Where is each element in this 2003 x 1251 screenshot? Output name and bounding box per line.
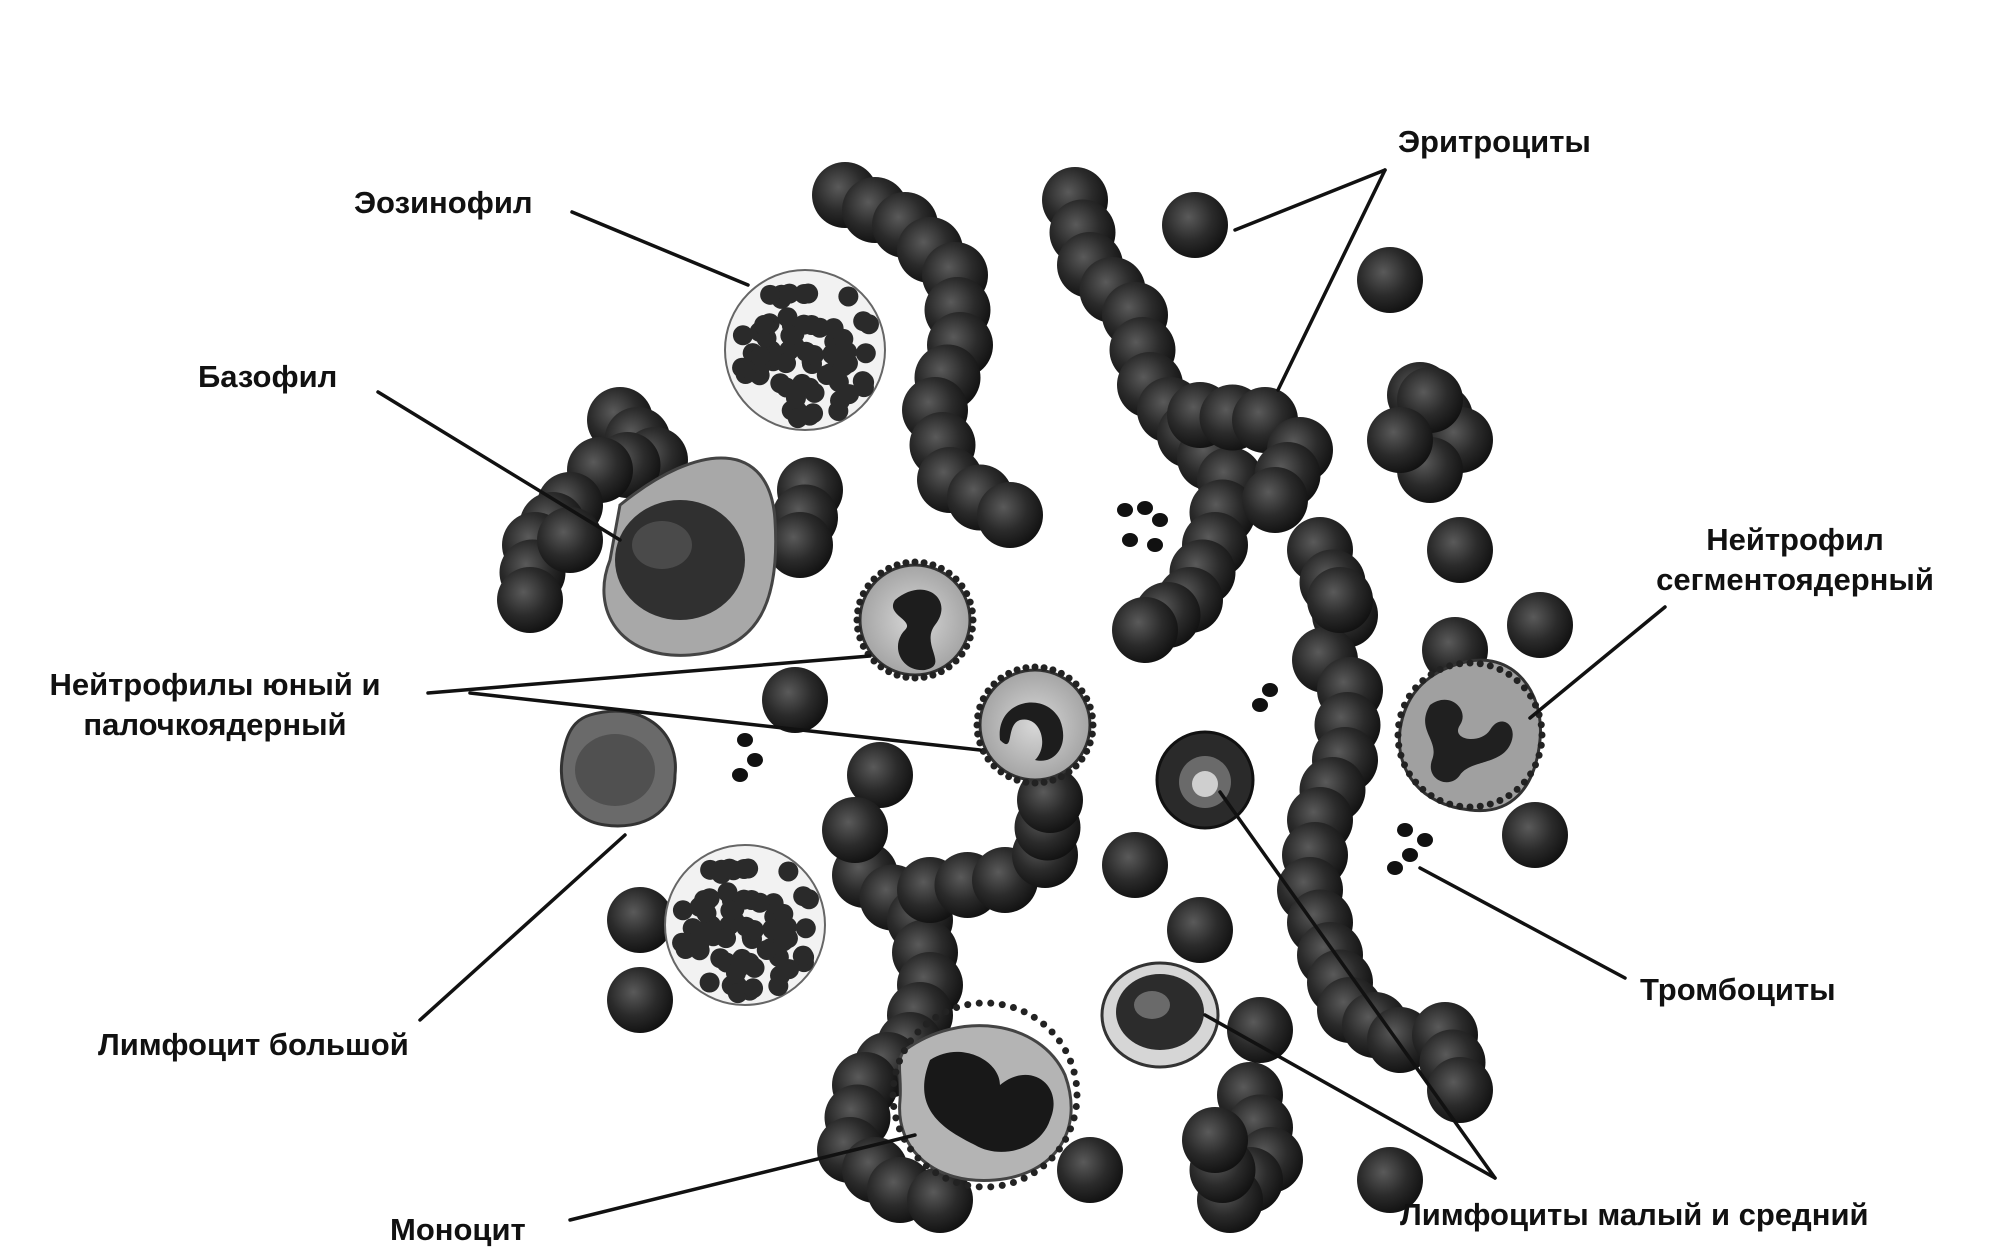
erythrocyte-116 bbox=[847, 742, 913, 808]
erythrocyte-101 bbox=[1357, 247, 1423, 313]
label-lymphocyte-large: Лимфоцит большой bbox=[98, 1027, 409, 1062]
neutrophil-segmented-cell bbox=[1397, 658, 1542, 813]
monocyte-cell bbox=[898, 1024, 1073, 1182]
platelet-7 bbox=[1397, 823, 1413, 837]
leukocytes bbox=[559, 269, 1546, 1191]
erythrocyte-35 bbox=[1242, 467, 1308, 533]
leader-line-lymphocyte-large bbox=[418, 833, 627, 1022]
label-neutrophil-segmented-line1: Нейтрофил bbox=[1706, 522, 1884, 557]
erythrocyte-12 bbox=[977, 482, 1043, 548]
leader-line-basophil bbox=[376, 390, 622, 542]
platelet-10 bbox=[1387, 861, 1403, 875]
leader-line-neutrophil-segmented bbox=[1528, 605, 1667, 720]
erythrocyte-108 bbox=[1167, 897, 1233, 963]
erythrocyte-119 bbox=[1227, 997, 1293, 1063]
label-monocyte: Моноцит bbox=[390, 1212, 526, 1247]
label-neutrophils-young-band: Нейтрофилы юный и палочкоядерный bbox=[20, 665, 410, 745]
label-neutrophil-segmented: Нейтрофил сегментоядерный bbox=[1630, 520, 1960, 600]
leader-line-neutrophil-young bbox=[426, 654, 872, 695]
platelet-13 bbox=[732, 768, 748, 782]
erythrocyte-114 bbox=[537, 507, 603, 573]
platelet-4 bbox=[1147, 538, 1163, 552]
leader-lines bbox=[376, 168, 1667, 1222]
eosinophil-cell bbox=[724, 269, 886, 431]
erythrocyte-103 bbox=[1367, 407, 1433, 473]
basophil-cell bbox=[602, 456, 778, 657]
platelet-5 bbox=[1262, 683, 1278, 697]
platelet-2 bbox=[1152, 513, 1168, 527]
platelet-9 bbox=[1402, 848, 1418, 862]
label-lymphocytes-small-medium: Лимфоциты малый и средний bbox=[1400, 1197, 1869, 1232]
leader-line-lymphocytes-a bbox=[1218, 790, 1497, 1180]
label-basophil: Базофил bbox=[198, 359, 338, 394]
erythrocyte-100 bbox=[1162, 192, 1228, 258]
leader-line-eosinophil bbox=[570, 210, 750, 287]
erythrocyte-109 bbox=[1102, 832, 1168, 898]
platelet-1 bbox=[1137, 501, 1153, 515]
label-erythrocytes: Эритроциты bbox=[1398, 124, 1591, 159]
platelet-6 bbox=[1252, 698, 1268, 712]
erythrocyte-112 bbox=[1057, 1137, 1123, 1203]
label-eosinophil: Эозинофил bbox=[354, 185, 533, 220]
erythrocyte-55 bbox=[1427, 1057, 1493, 1123]
erythrocyte-113 bbox=[1357, 1147, 1423, 1213]
erythrocyte-92 bbox=[497, 567, 563, 633]
erythrocyte-104 bbox=[1427, 517, 1493, 583]
label-neutrophils-young-band-line2: палочкоядерный bbox=[83, 707, 347, 742]
leader-line-platelets bbox=[1418, 866, 1627, 980]
erythrocyte-111 bbox=[607, 967, 673, 1033]
platelet-3 bbox=[1122, 533, 1138, 547]
erythrocyte-110 bbox=[607, 887, 673, 953]
platelets-cluster bbox=[732, 501, 1433, 875]
large-granular-cell bbox=[664, 844, 826, 1006]
lymphocyte-medium-cell bbox=[1100, 961, 1220, 1069]
leader-line-lymphocytes-b bbox=[1203, 1013, 1497, 1180]
erythrocyte-118 bbox=[1307, 567, 1373, 633]
erythrocyte-29 bbox=[1112, 597, 1178, 663]
neutrophil-band-granules bbox=[973, 663, 1097, 787]
erythrocyte-115 bbox=[762, 667, 828, 733]
erythrocyte-117 bbox=[822, 797, 888, 863]
label-neutrophils-young-band-line1: Нейтрофилы юный и bbox=[49, 667, 381, 702]
platelet-11 bbox=[737, 733, 753, 747]
cell-granules bbox=[664, 269, 1546, 1191]
platelet-12 bbox=[747, 753, 763, 767]
neutrophil-young-cell bbox=[858, 563, 972, 677]
erythrocyte-82 bbox=[1182, 1107, 1248, 1173]
erythrocyte-chains bbox=[497, 162, 1573, 1233]
neutrophil-band-cell bbox=[978, 668, 1092, 782]
leader-line-erythrocytes-b bbox=[1276, 168, 1387, 392]
platelet-0 bbox=[1117, 503, 1133, 517]
lymphocyte-small-cell bbox=[1155, 730, 1255, 830]
erythrocyte-105 bbox=[1507, 592, 1573, 658]
lymphocyte-large-cell bbox=[559, 709, 677, 828]
label-neutrophil-segmented-line2: сегментоядерный bbox=[1656, 562, 1934, 597]
neutrophil-young-granules bbox=[853, 558, 977, 682]
leader-line-neutrophil-band bbox=[468, 691, 982, 752]
neutrophil-segmented-granules bbox=[1394, 659, 1546, 811]
leader-line-monocyte bbox=[568, 1133, 917, 1222]
label-platelets: Тромбоциты bbox=[1640, 972, 1836, 1007]
platelet-8 bbox=[1417, 833, 1433, 847]
erythrocyte-95 bbox=[767, 512, 833, 578]
leader-line-erythrocytes-a bbox=[1233, 168, 1387, 232]
erythrocyte-106 bbox=[1502, 802, 1568, 868]
